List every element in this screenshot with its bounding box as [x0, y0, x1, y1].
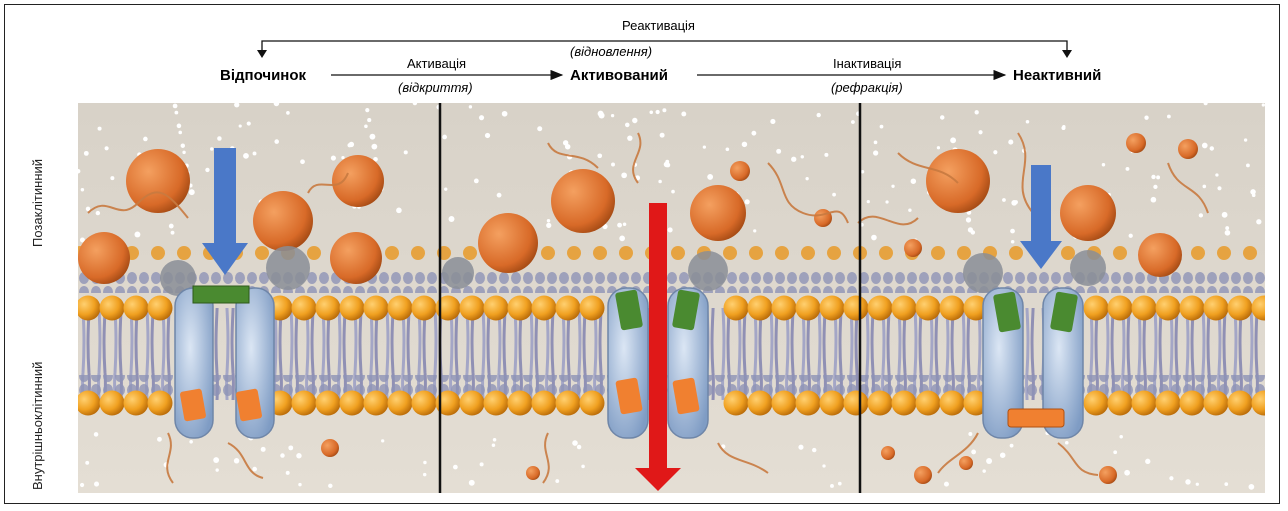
extracellular-label: Позаклітинний	[30, 159, 45, 247]
intracellular-label: Внутрішньоклітинний	[30, 362, 45, 490]
reactivation-note: (відновлення)	[570, 44, 652, 59]
gate-green-closed	[193, 286, 249, 303]
activation-note: (відкриття)	[398, 80, 473, 95]
state-inactive: Неактивний	[1013, 67, 1101, 84]
reactivation-arrow	[262, 41, 1067, 53]
state-activated: Активований	[570, 67, 668, 84]
reactivation-label: Реактивація	[622, 18, 695, 33]
gate-orange-closed	[1008, 409, 1064, 427]
activation-label: Активація	[407, 56, 466, 71]
membrane-illustration	[78, 103, 1265, 493]
state-rest: Відпочинок	[220, 67, 306, 84]
inactivation-label: Інактивація	[833, 56, 901, 71]
inactivation-note: (рефракція)	[831, 80, 903, 95]
